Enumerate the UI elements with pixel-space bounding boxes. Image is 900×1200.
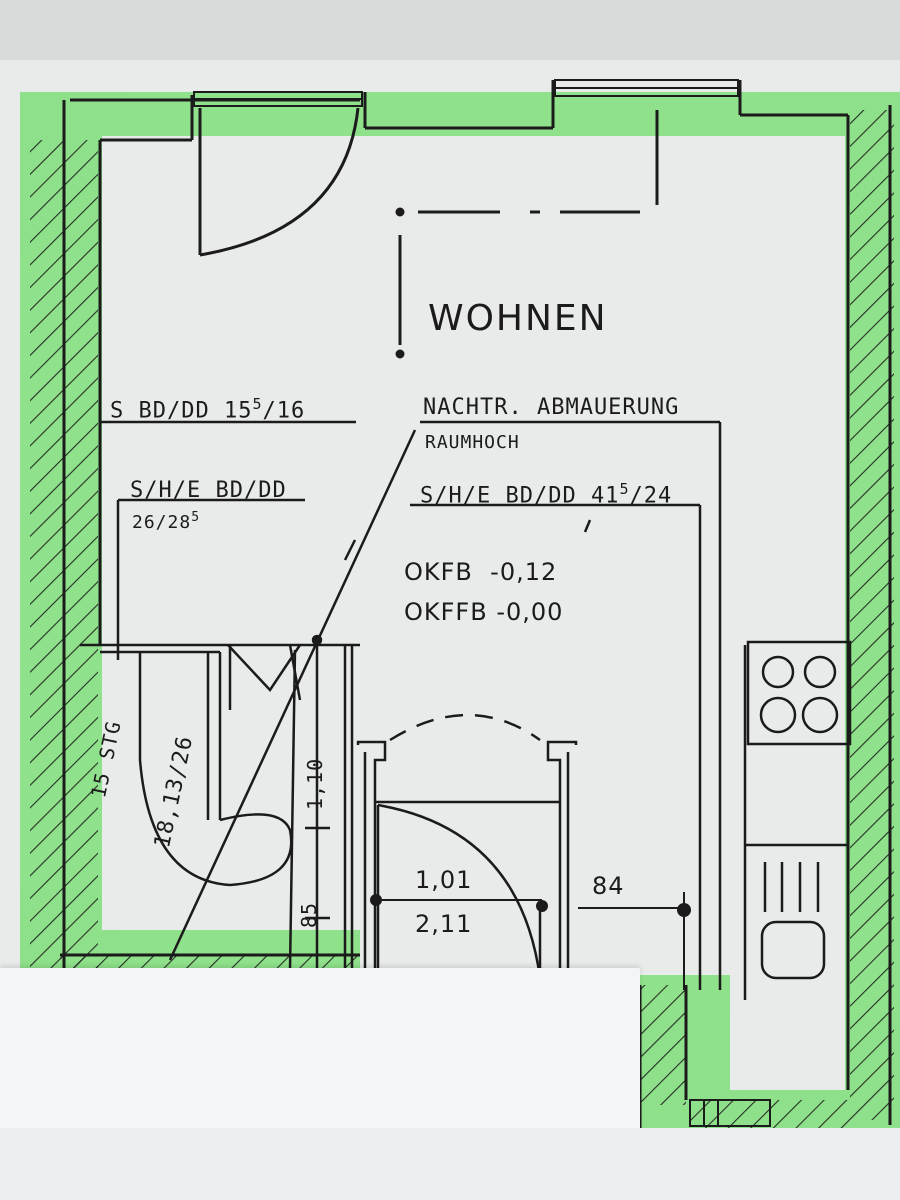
note-she-left-dim: 26/285 [132,510,200,533]
note-nachtr: NACHTR. ABMAUERUNG [423,395,680,420]
note-she-left-dim-text: 26/28 [132,512,192,533]
room-name: WOHNEN [428,298,608,339]
dim-height-211: 2,11 [415,910,473,938]
note-she-right: S/H/E BD/DD 415/24 [420,480,672,508]
note-she-right-end: /24 [629,483,673,509]
note-she-right-sup: 5 [619,480,630,498]
window-left [193,91,363,107]
note-raumhoch: RAUMHOCH [425,432,520,453]
dimension-lines [370,892,691,990]
paper-bottom-edge [0,1128,900,1200]
door-top [198,107,360,257]
dim-width-84: 84 [592,872,625,900]
note-s-bd-dd-sup: 5 [252,395,263,413]
room-outline-dashed [395,110,659,359]
window-bottom [689,1099,771,1127]
stove [746,640,852,746]
dim-height-85: 85 [297,901,321,928]
level-okfb: OKFB -0,12 [404,558,558,586]
note-she-left: S/H/E BD/DD [130,478,287,503]
dim-width-101: 1,01 [415,866,473,894]
window-right [554,79,739,97]
kitchen-counter [743,645,848,1000]
sink [760,862,826,980]
staircase [80,634,360,975]
note-s-bd-dd: S BD/DD 155/16 [110,395,305,423]
note-she-right-text: S/H/E BD/DD 41 [420,483,620,509]
level-okffb: OKFFB -0,00 [404,598,564,626]
annotation-lines [100,420,722,990]
note-s-bd-dd-end: /16 [262,398,306,424]
overlapping-paper-sheet [0,968,640,1128]
bath-door [356,713,578,980]
note-she-left-dim-sup: 5 [191,510,201,525]
note-s-bd-dd-text: S BD/DD 15 [110,398,253,424]
dim-height-110: 1,10 [303,757,327,810]
